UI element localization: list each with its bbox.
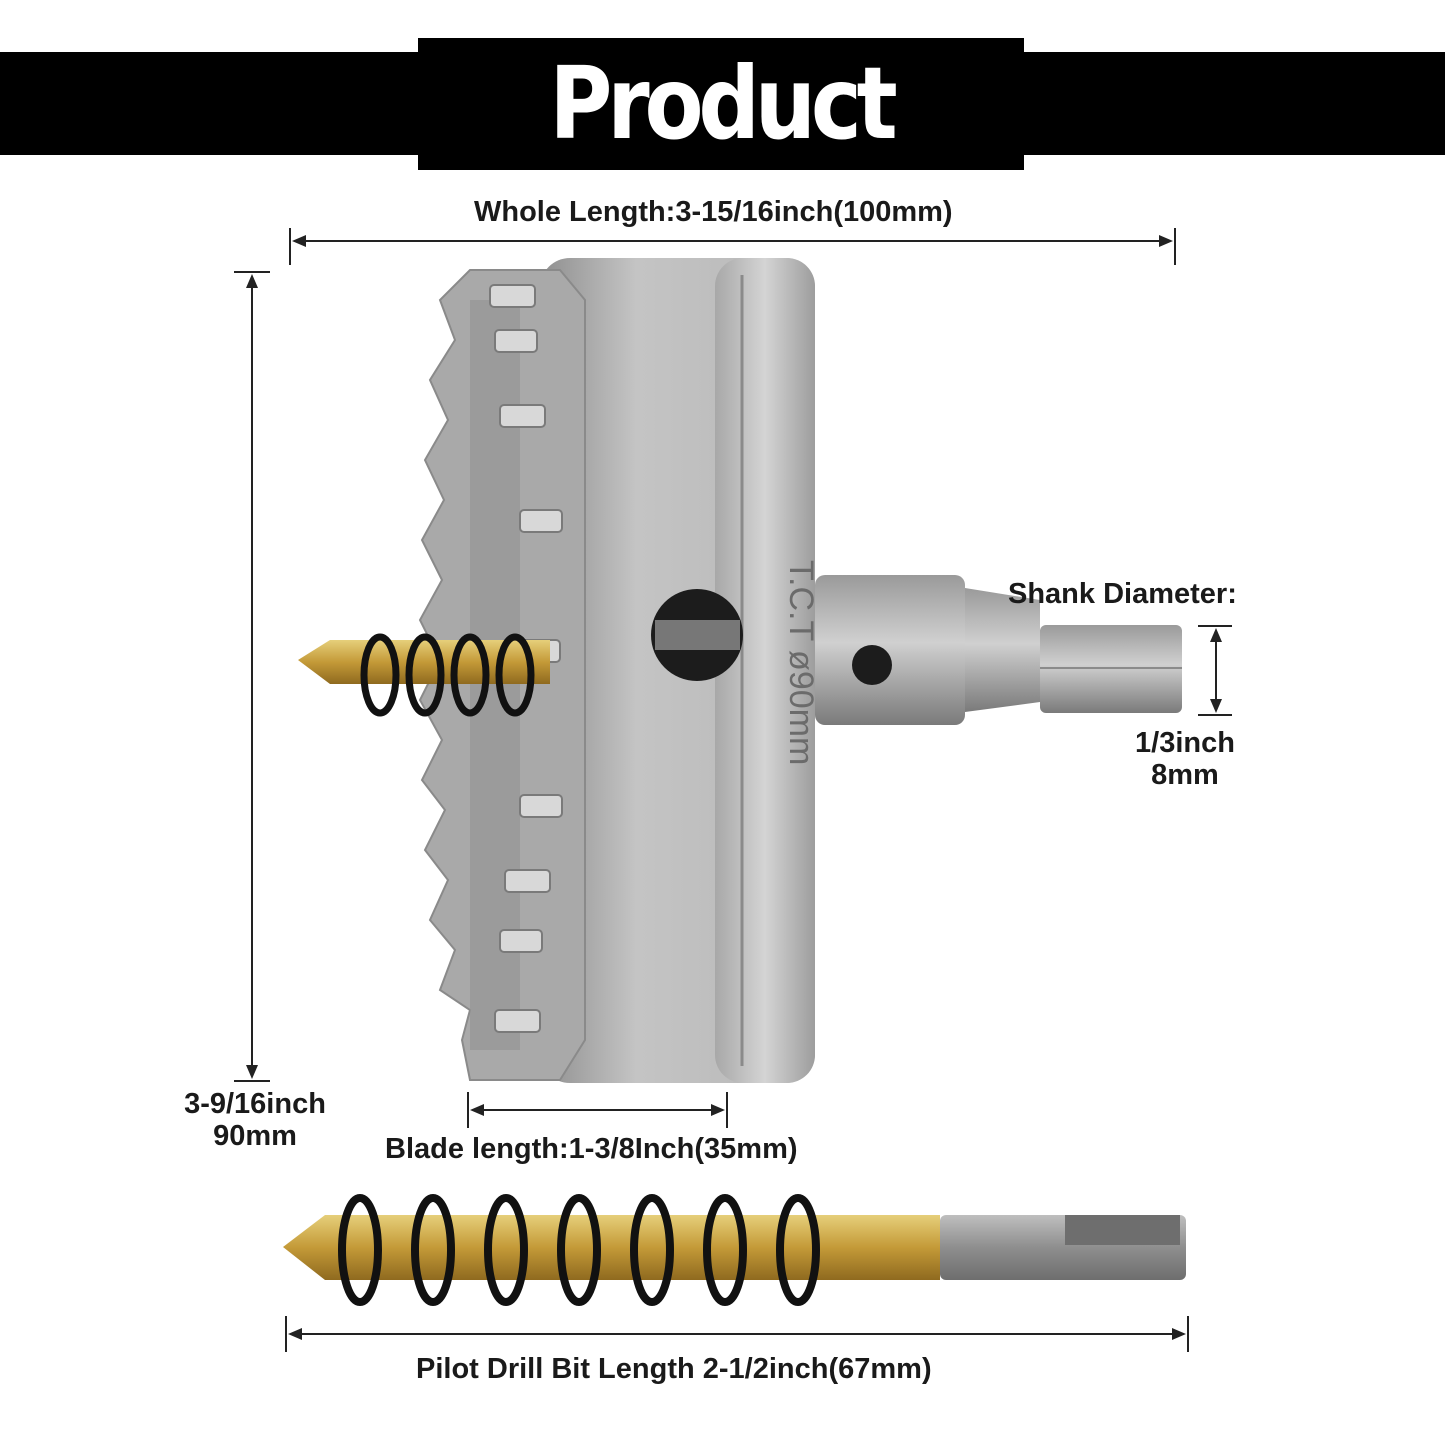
- shank-diameter-label: Shank Diameter:: [1008, 578, 1237, 610]
- whole-length-label: Whole Length:3-15/16inch(100mm): [474, 196, 953, 228]
- pilot-drill-bit: [283, 1194, 1186, 1306]
- whole-length-arrow: [289, 228, 1176, 265]
- pilot-length-label: Pilot Drill Bit Length 2-1/2inch(67mm): [416, 1353, 932, 1385]
- cup-engraving: T.C.T ø90mm: [782, 560, 820, 765]
- arbor-shank: [815, 575, 1182, 725]
- blade-length-arrow: [467, 1092, 728, 1128]
- title-plate: [418, 38, 1024, 170]
- shank-mm-label: 8mm: [1151, 759, 1219, 791]
- diameter-mm-label: 90mm: [213, 1120, 297, 1152]
- diameter-arrow: [234, 271, 270, 1082]
- front-pilot-drill: [298, 633, 550, 717]
- shank-inch-label: 1/3inch: [1135, 727, 1235, 759]
- pilot-length-arrow: [285, 1316, 1189, 1352]
- shank-diameter-arrow: [1198, 625, 1232, 716]
- blade-length-label: Blade length:1-3/8Inch(35mm): [385, 1133, 798, 1165]
- diameter-inch-label: 3-9/16inch: [184, 1088, 326, 1120]
